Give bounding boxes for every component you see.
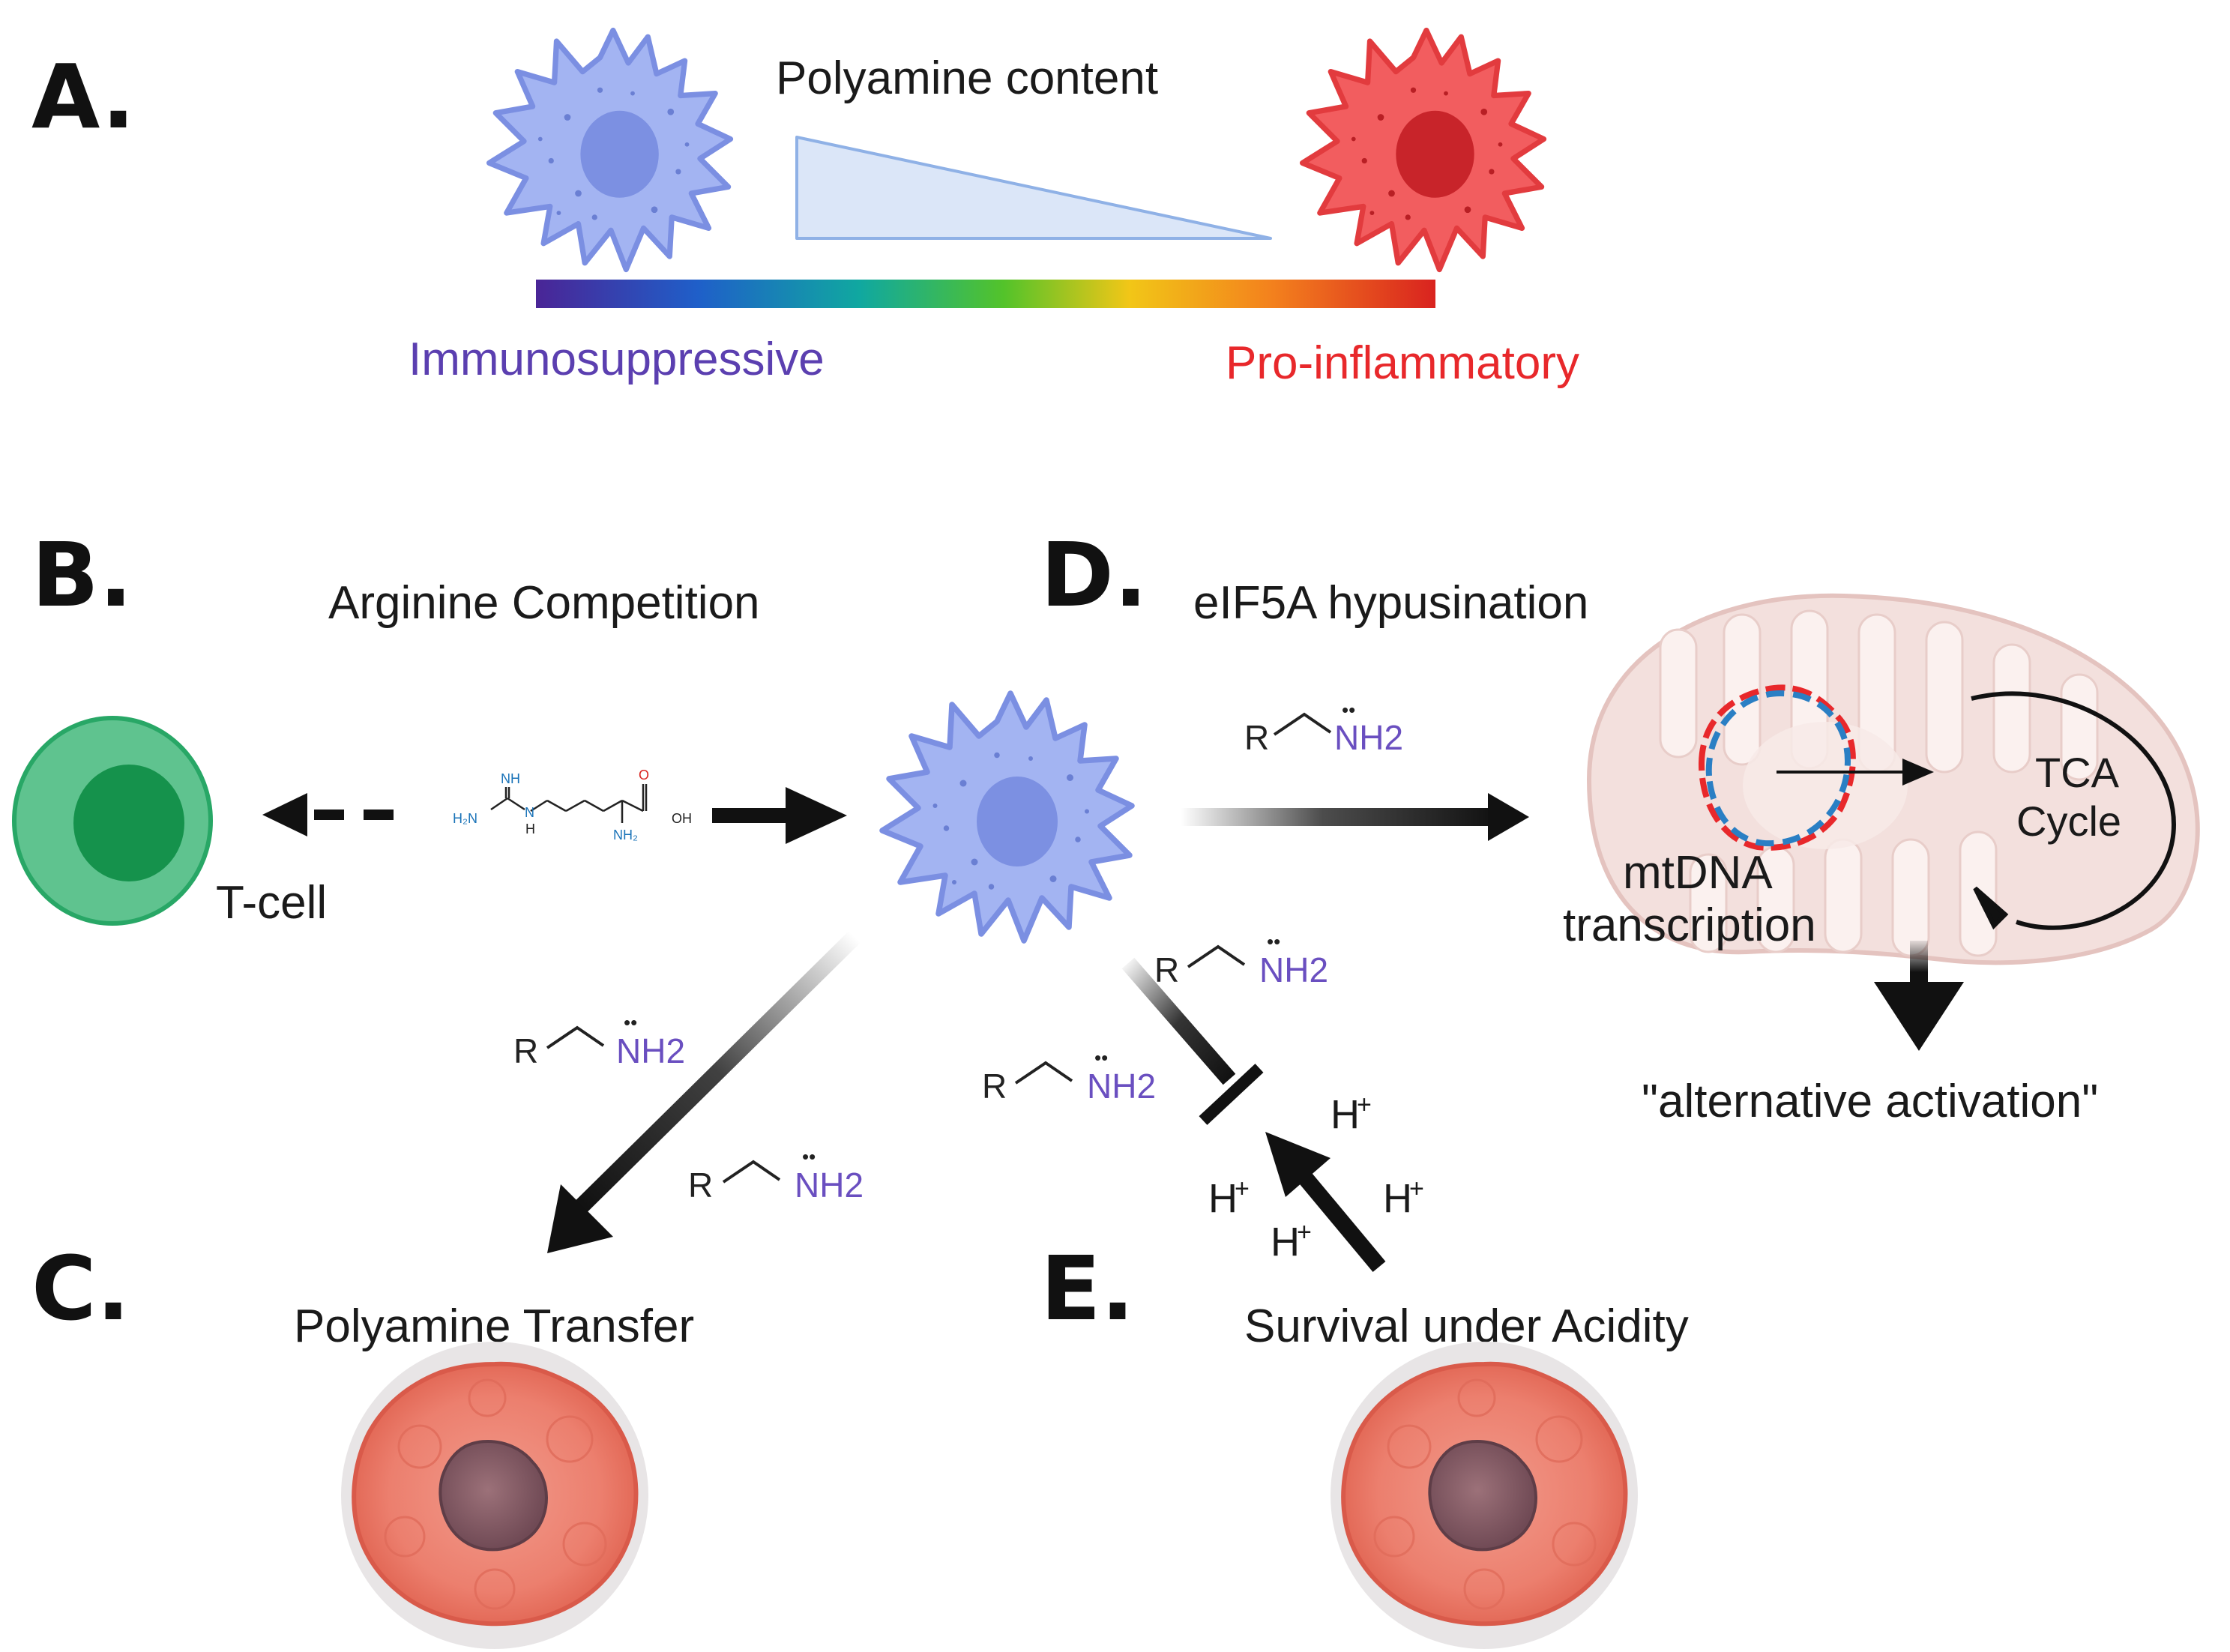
arrow-mtdna-to-tca [1777,759,1934,786]
immunosuppressive-label: Immunosuppressive [409,334,825,385]
polyamine-e2-r: R [982,1067,1007,1106]
polyamine-d-nh2: NH2 [1334,718,1403,757]
polyamine-c1-r: R [513,1031,538,1070]
polyamine-c1-nh2: NH2 [616,1031,685,1070]
polyamine-e2-nh2: NH2 [1087,1067,1156,1106]
arrow-to-macrophage [712,787,847,844]
polyamine-e2: R •• NH2 [982,1046,1156,1106]
polyamine-e1-nh2: NH2 [1259,950,1328,989]
panel-b: B. Arginine Competition T-cell [12,523,847,929]
proton-4: H + [1271,1218,1312,1264]
panel-d: D. eIF5A hypusination R •• NH2 [1040,523,2200,1127]
arginine-o: O [639,768,649,783]
polyamine-d-dots: •• [1342,699,1355,721]
proton-2: H + [1208,1175,1250,1221]
polyamine-e1-r: R [1154,950,1179,989]
panel-b-letter: B. [31,523,133,627]
pro-inflammatory-macrophage-icon [1299,27,1547,273]
panel-d-letter: D. [1040,523,1148,627]
mitochondrion-icon [1586,593,2200,965]
proton-4-plus: + [1297,1218,1312,1246]
proton-3-h: H [1383,1176,1412,1221]
arginine-nh2: NH₂ [613,827,638,842]
panel-a-letter: A. [31,45,135,148]
polyamine-c2-dots: •• [802,1145,816,1168]
inflammation-spectrum-bar [536,280,1435,308]
mtdna-label-line1: mtDNA [1623,847,1773,899]
proton-2-h: H [1208,1176,1238,1221]
panel-c-letter: C. [31,1237,130,1340]
polyamine-e1-dots: •• [1267,930,1280,953]
panel-e: E. Survival under Acidity R •• NH2 R •• … [982,930,1689,1649]
proton-1-plus: + [1357,1091,1372,1119]
inhibition-arrow [1121,957,1264,1125]
center-macrophage-icon [879,690,1135,944]
polyamine-d-r: R [1244,718,1269,757]
mtdna-label-line2: transcription [1563,899,1816,951]
polyamine-d: R •• NH2 [1244,699,1403,757]
t-cell-icon [12,716,213,926]
tumor-cell-e-icon [1331,1342,1638,1649]
polyamine-gradient-wedge [795,136,1272,240]
proton-3: H + [1383,1175,1424,1221]
immunosuppressive-macrophage-icon [486,27,734,273]
arginine-h: H [525,822,535,836]
polyamine-c2-r: R [688,1166,713,1205]
arginine-molecule-icon [490,784,648,823]
t-cell-label: T-cell [216,877,327,929]
proton-4-h: H [1271,1220,1300,1264]
tumor-cell-c-icon [341,1342,648,1649]
polyamine-c1: R •• NH2 [513,1011,685,1070]
arrow-to-alternative-activation [1874,941,1964,1051]
arginine-n: N [525,805,534,820]
polyamine-e2-dots: •• [1094,1046,1108,1069]
pro-inflammatory-label: Pro-inflammatory [1226,337,1579,389]
arrow-to-mitochondrion [1181,793,1529,841]
proton-1-h: H [1331,1092,1360,1137]
tca-cycle-icon [1971,691,2177,930]
arginine-nh: NH [501,771,520,786]
dashed-arrow-to-t-cell [262,793,394,836]
eif5a-hypusination-title: eIF5A hypusination [1193,577,1588,629]
polyamine-c2-nh2: NH2 [795,1166,864,1205]
proton-1: H + [1331,1091,1372,1137]
panel-e-letter: E. [1040,1237,1134,1340]
arginine-oh: OH [672,811,692,826]
proton-3-plus: + [1409,1175,1424,1203]
mtdna-icon [1698,684,1856,851]
panel-a: A. Polyamine content [31,27,1579,389]
polyamine-e1: R •• NH2 [1154,930,1328,989]
polyamine-content-title: Polyamine content [776,52,1158,104]
tca-label-line2: Cycle [2016,798,2121,845]
alternative-activation-label: "alternative activation" [1642,1076,2098,1127]
proton-arrow [1265,1132,1386,1273]
tca-label-line1: TCA [2035,749,2120,796]
arginine-h2n: H₂N [453,811,477,826]
arrow-to-tumor-c [547,931,861,1253]
proton-2-plus: + [1235,1175,1250,1203]
arginine-competition-title: Arginine Competition [328,577,760,629]
polyamine-c1-dots: •• [624,1011,637,1034]
arginine-atom-labels: NH H₂N N H O OH NH₂ [453,768,692,842]
panel-c: C. Polyamine Transfer R •• NH2 R •• NH2 [31,931,864,1649]
polyamine-c2: R •• NH2 [688,1145,864,1205]
